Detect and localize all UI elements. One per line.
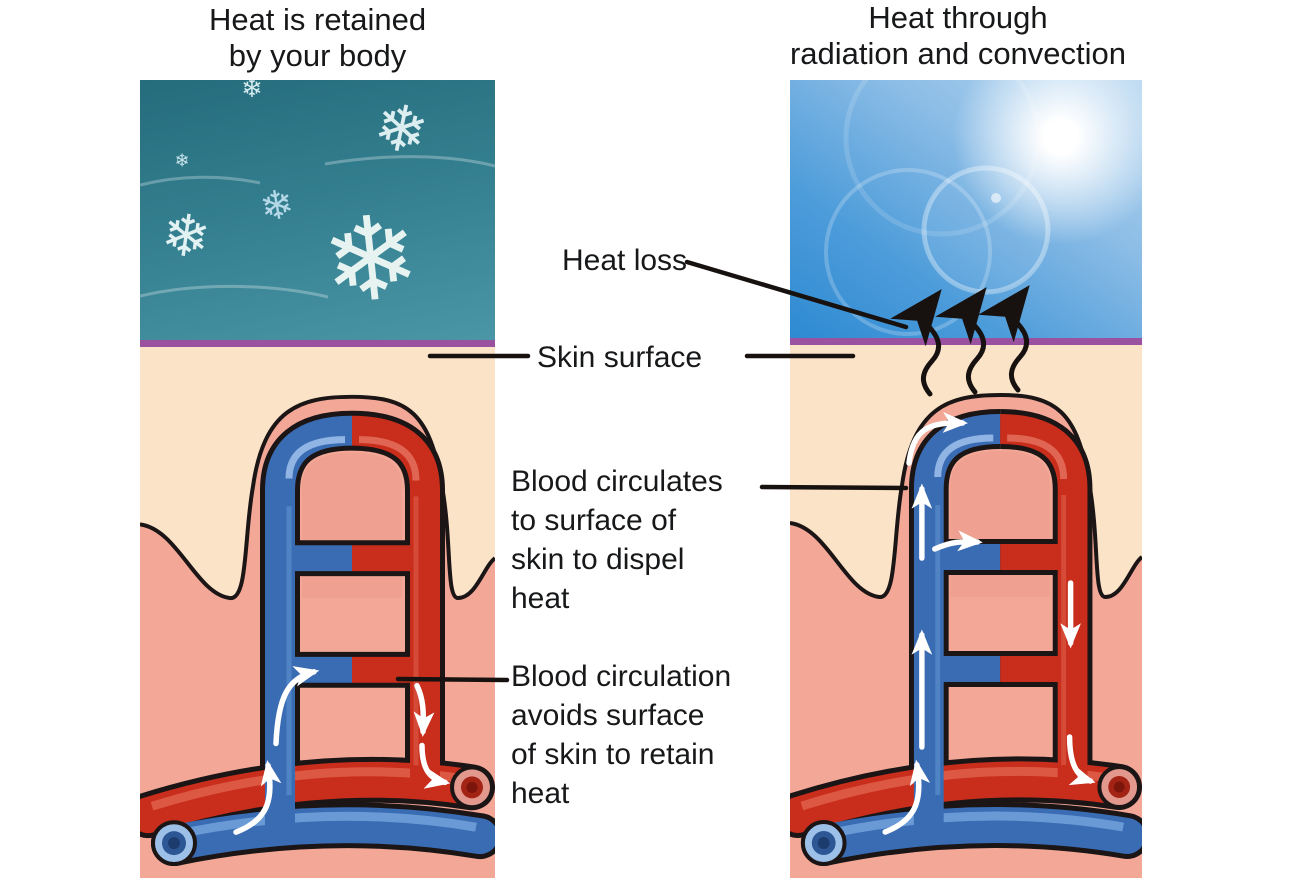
vessels xyxy=(140,415,495,862)
artery-open-end xyxy=(1097,765,1142,809)
dispel-heat-label: Blood circulates to surface of skin to d… xyxy=(511,465,723,615)
blood-flow-arrow xyxy=(233,666,451,835)
skin-surface-line-left xyxy=(140,340,495,347)
left-panel-title: Heat is retained by your body xyxy=(208,2,427,73)
warm-sky xyxy=(790,80,1142,338)
svg-text:❄: ❄ xyxy=(316,188,427,332)
skin-surface-line-right xyxy=(790,338,1142,345)
artery-open-end xyxy=(450,765,494,810)
skin-surface-label: Skin surface xyxy=(537,341,703,374)
svg-text:❄: ❄ xyxy=(241,80,263,104)
dermis-inside-loop xyxy=(302,452,402,599)
svg-text:❄: ❄ xyxy=(157,199,215,273)
heat-loss-label: Heat loss xyxy=(562,244,688,277)
warm-panel xyxy=(790,80,1142,878)
retain-heat-label: Blood circulation avoids surface of skin… xyxy=(511,660,732,810)
dermis-inside-loop xyxy=(950,451,1050,597)
svg-text:❄: ❄ xyxy=(174,151,189,172)
vein-loop xyxy=(265,415,353,836)
cold-panel: ❄ ❄ ❄ ❄ ❄ ❄ xyxy=(140,80,495,878)
vein-open-end xyxy=(151,820,197,867)
warm-skin-cross-section xyxy=(790,345,1142,878)
right-panel-title: Heat through radiation and convection xyxy=(789,0,1127,71)
epidermis-dermis-boundary xyxy=(790,392,1142,600)
cold-sky: ❄ ❄ ❄ ❄ ❄ ❄ xyxy=(140,80,495,340)
wind-line-icon xyxy=(140,155,495,299)
snowflake-icon: ❄ ❄ ❄ ❄ ❄ ❄ xyxy=(157,80,435,332)
svg-text:❄: ❄ xyxy=(257,180,298,231)
epidermis-dermis-boundary xyxy=(140,394,495,601)
svg-text:❄: ❄ xyxy=(367,88,435,172)
vein-open-end xyxy=(800,820,847,866)
artery-loop xyxy=(999,414,1088,797)
vein-tube xyxy=(805,807,1142,861)
snowflakes-and-wind: ❄ ❄ ❄ ❄ ❄ ❄ xyxy=(140,80,495,332)
artery-loop xyxy=(351,415,440,798)
sun-glare-icon xyxy=(824,80,1051,336)
blood-flow-arrow xyxy=(882,411,1096,835)
vein-tube xyxy=(156,807,495,862)
cold-skin-cross-section xyxy=(140,347,495,878)
